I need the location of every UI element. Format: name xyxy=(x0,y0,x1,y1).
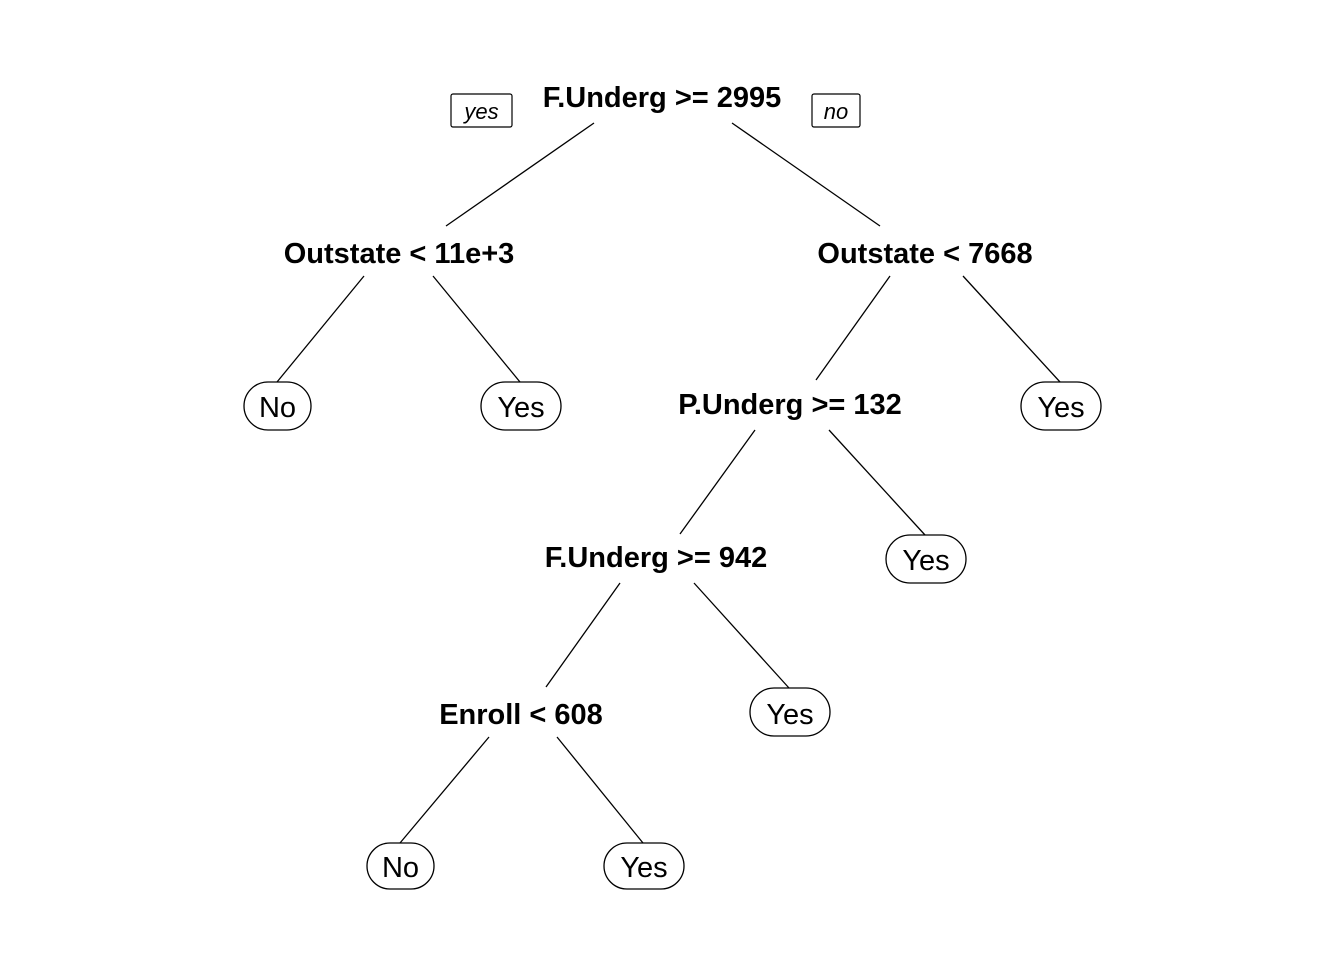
leaf-node-label: Yes xyxy=(620,852,667,884)
split-node-funderg-942: F.Underg >= 942 xyxy=(545,542,767,574)
leaf-node-no-1: No xyxy=(243,381,312,431)
edge-outstate-7668-to-punderg xyxy=(815,275,891,381)
edge-enroll-to-leaf-yes xyxy=(556,736,644,844)
edge-outstate-11e3-to-leaf-yes xyxy=(432,275,521,383)
leaf-node-label: Yes xyxy=(766,699,813,731)
leaf-node-yes-1: Yes xyxy=(480,381,562,431)
branch-label-no-text: no xyxy=(824,99,848,124)
edge-funderg-942-to-leaf-yes xyxy=(693,582,790,689)
branch-label-no: no xyxy=(811,93,861,128)
leaf-node-no-2: No xyxy=(366,842,435,890)
leaf-node-label: Yes xyxy=(1037,392,1084,424)
split-node-root: F.Underg >= 2995 xyxy=(543,82,782,114)
leaf-node-yes-4: Yes xyxy=(749,687,831,737)
leaf-node-box xyxy=(1020,381,1102,431)
edge-outstate-11e3-to-leaf-no xyxy=(276,275,365,383)
branch-label-yes-text: yes xyxy=(462,99,498,124)
edge-punderg-to-funderg-942 xyxy=(679,429,756,535)
split-node-punderg-132: P.Underg >= 132 xyxy=(678,389,902,421)
leaf-node-box xyxy=(749,687,831,737)
leaf-node-label: Yes xyxy=(497,392,544,424)
leaf-node-yes-5: Yes xyxy=(603,842,685,890)
leaf-node-box xyxy=(366,842,435,890)
branch-label-no-box xyxy=(811,93,861,128)
edge-punderg-to-leaf-yes xyxy=(828,429,926,536)
leaf-node-yes-2: Yes xyxy=(1020,381,1102,431)
edge-funderg-942-to-enroll xyxy=(545,582,621,688)
leaf-node-box xyxy=(603,842,685,890)
leaf-node-label: Yes xyxy=(902,545,949,577)
leaf-node-box xyxy=(885,534,967,584)
split-node-enroll-608: Enroll < 608 xyxy=(439,699,603,731)
edge-root-to-outstate-11e3 xyxy=(445,122,595,227)
leaf-node-yes-3: Yes xyxy=(885,534,967,584)
branch-label-yes: yes xyxy=(450,93,513,128)
split-node-outstate-11e3: Outstate < 11e+3 xyxy=(284,238,515,270)
branch-label-yes-box xyxy=(450,93,513,128)
leaf-node-label: No xyxy=(382,852,419,884)
leaf-node-box xyxy=(480,381,562,431)
edge-outstate-7668-to-leaf-yes xyxy=(962,275,1061,383)
leaf-node-box xyxy=(243,381,312,431)
split-node-outstate-7668: Outstate < 7668 xyxy=(817,238,1032,270)
edge-enroll-to-leaf-no xyxy=(399,736,490,844)
leaf-node-label: No xyxy=(259,392,296,424)
edge-root-to-outstate-7668 xyxy=(731,122,881,227)
tree-edges xyxy=(276,122,1061,844)
